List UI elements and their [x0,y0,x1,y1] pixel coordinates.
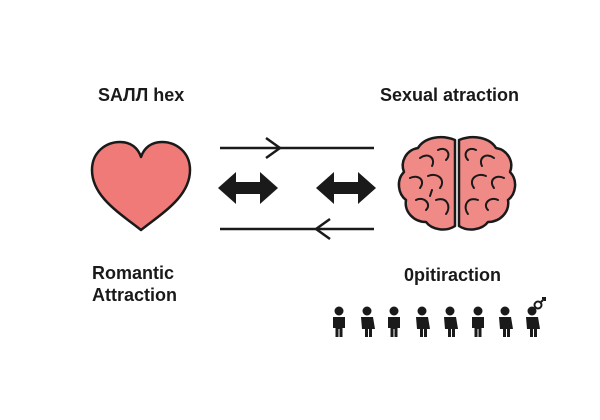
label-romantic-attraction: Romantic Attraction [92,262,177,306]
person-icon [416,306,430,337]
person-icon [499,306,513,337]
bottom-arrow-line [220,217,374,241]
label-romantic-line1: Romantic [92,263,175,283]
double-arrow-right-icon [316,172,376,204]
person-icon [472,306,484,337]
brain-icon [397,136,517,231]
person-icon [526,306,540,337]
person-icon [361,306,375,337]
male-symbol-icon [533,297,546,310]
person-icon [333,306,345,337]
label-romantic-line2: Attraction [92,285,177,305]
person-icon [388,306,400,337]
person-icon [444,306,458,337]
label-sexual-attraction: Sexual atraction [380,85,520,105]
heart-icon [90,140,192,232]
double-arrow-left-icon [218,172,278,204]
label-bottom-right: 0pitiraction [404,265,502,285]
label-top-left: SAЛЛ hex [98,85,185,105]
top-arrow-line [220,136,374,160]
people-row-icon [333,297,546,337]
